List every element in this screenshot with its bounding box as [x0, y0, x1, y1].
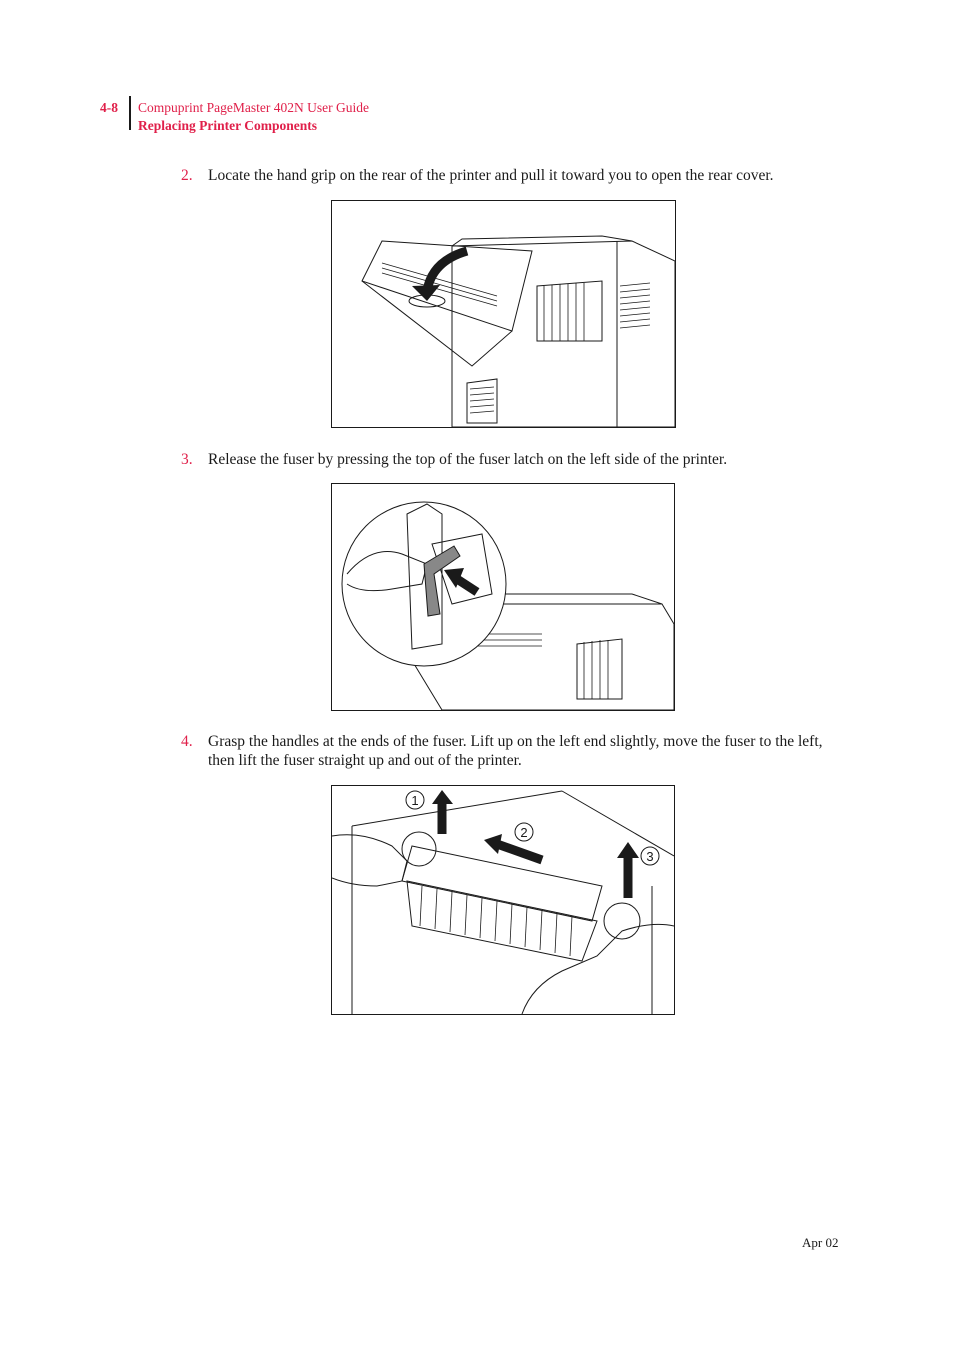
- callout-2: 2: [520, 825, 527, 840]
- callout-3: 3: [646, 849, 653, 864]
- step-text: Release the fuser by pressing the top of…: [208, 451, 728, 468]
- step-text: Grasp the handles at the ends of the fus…: [208, 733, 823, 769]
- page-number: 4-8: [100, 100, 118, 115]
- step-number: 3.: [181, 451, 193, 468]
- step-text: Locate the hand grip on the rear of the …: [208, 167, 774, 184]
- callout-1: 1: [411, 793, 418, 808]
- figure-release-fuser-latch: [331, 483, 675, 711]
- header-divider: [129, 96, 131, 130]
- section-title: Replacing Printer Components: [138, 118, 317, 133]
- step-number: 4.: [181, 733, 193, 750]
- figure-remove-fuser: 1 2 3: [331, 785, 675, 1015]
- step-number: 2.: [181, 167, 193, 184]
- footer-date: Apr 02: [802, 1235, 839, 1250]
- figure-open-rear-cover: [331, 200, 676, 428]
- guide-title: Compuprint PageMaster 402N User Guide: [138, 100, 369, 115]
